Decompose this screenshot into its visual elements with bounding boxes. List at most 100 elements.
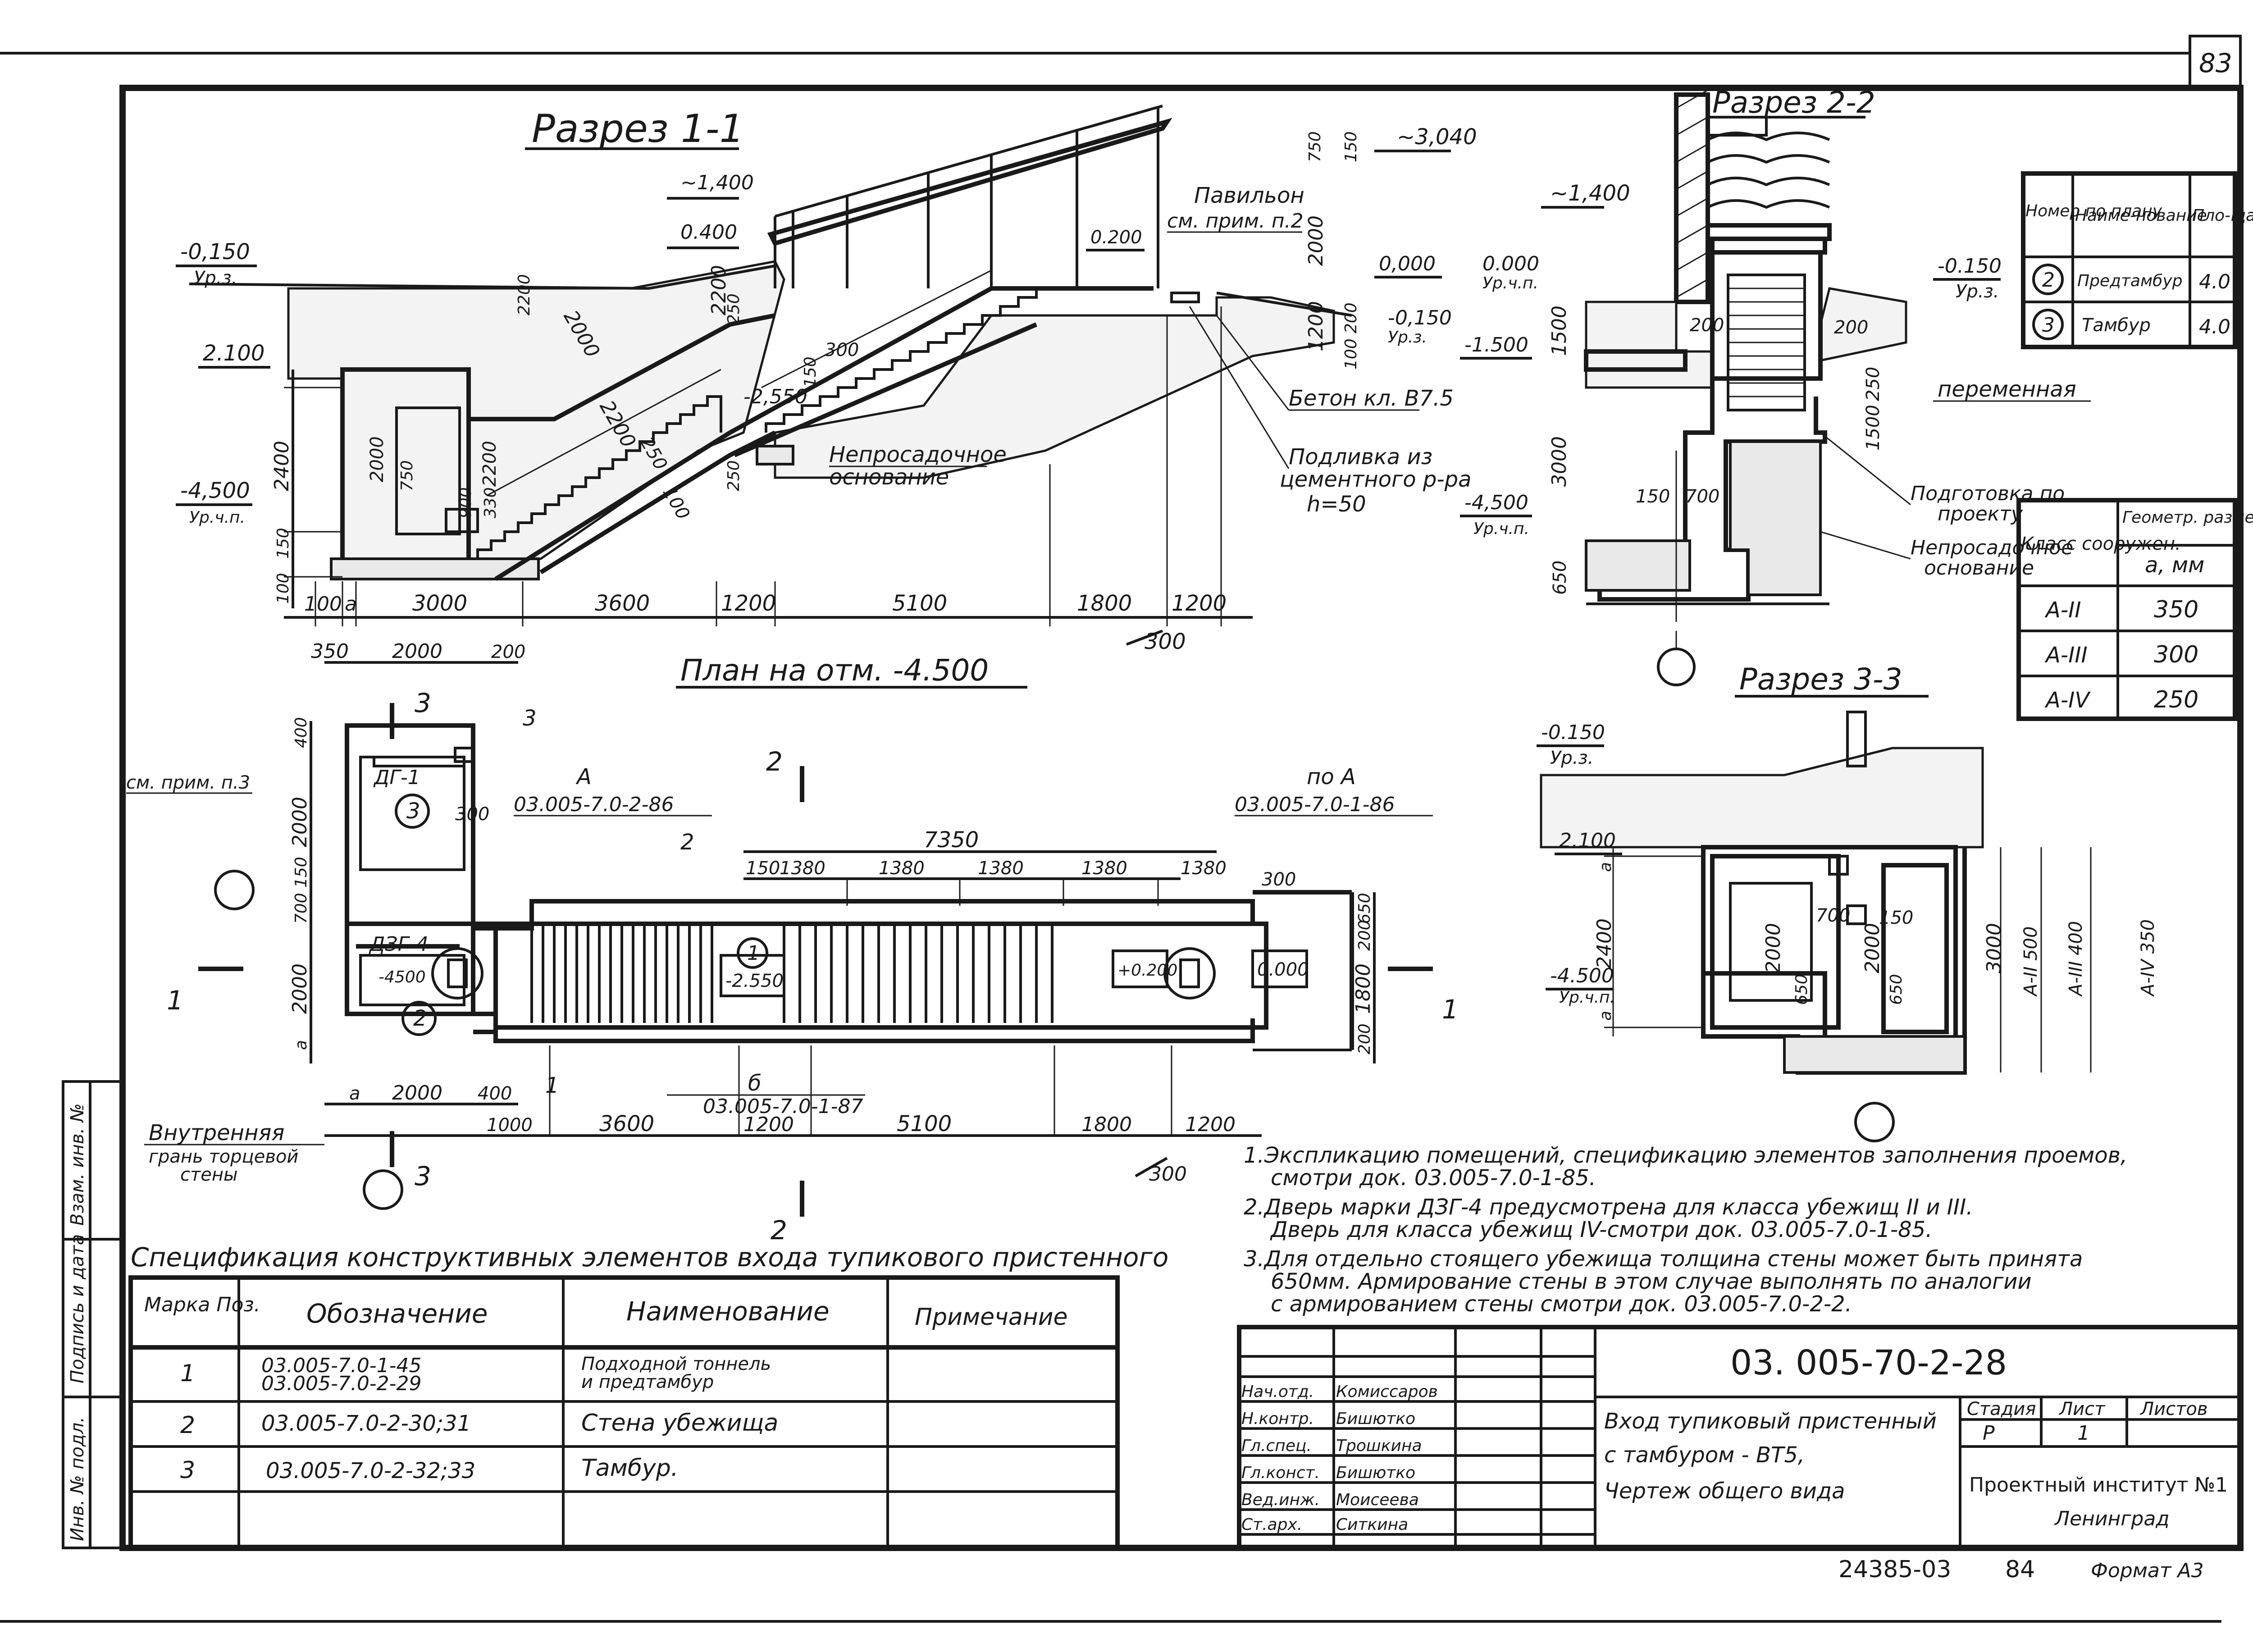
plan-dim-b-1200b: 1200 bbox=[1185, 1113, 1236, 1136]
plan-cut-1-left: 1 bbox=[167, 985, 183, 1016]
plan-level-0200: +0.200 bbox=[1117, 961, 1177, 980]
plan-dim-b-3600: 3600 bbox=[599, 1111, 654, 1136]
sheet-frame bbox=[0, 35, 2244, 1623]
plan-dim-350: 350 bbox=[311, 640, 349, 663]
title-stage-label: Стадия bbox=[1967, 1399, 2036, 1419]
s1-sdim-150: 150 bbox=[801, 356, 820, 388]
title-org: Проектный институт №1 bbox=[1969, 1474, 2228, 1497]
s1-dim-1200b: 1200 bbox=[1172, 591, 1227, 616]
plan-title: План на отм. -4.500 bbox=[680, 653, 989, 688]
s1-concrete: Бетон кл. В7.5 bbox=[1289, 386, 1454, 411]
footer-format: Формат А3 bbox=[2091, 1559, 2204, 1582]
s2-vdim-1500b: 1500 bbox=[1863, 405, 1884, 451]
s3-vdim-2400: 2400 bbox=[1593, 918, 1616, 969]
section-1-title: Разрез 1-1 bbox=[532, 106, 744, 151]
class-row-3-cls: А-IV bbox=[2044, 688, 2091, 713]
title-name-5: Моисеева bbox=[1336, 1491, 1419, 1509]
s1-sdim-100: 100 bbox=[658, 483, 693, 523]
plan-ref-pa-doc: 03.005-7.0-1-86 bbox=[1235, 793, 1395, 816]
s1-screed: Подливка из bbox=[1289, 444, 1432, 470]
s1-screed-2: цементного р-ра bbox=[1280, 467, 1472, 492]
plan-dim-l-2000b: 2000 bbox=[288, 963, 311, 1014]
plan-door-dzg4: ДЗГ-4 bbox=[369, 933, 429, 956]
plan-cut-3-top: 3 bbox=[415, 688, 431, 718]
title-role-3: Гл.спец. bbox=[1241, 1437, 1312, 1455]
s1-elev-4500: -4,500 bbox=[180, 478, 250, 503]
s1-rdim-200: 200 bbox=[1342, 302, 1360, 333]
title-desc-3: Чертеж общего вида bbox=[1604, 1479, 1845, 1504]
s1-dim-1800: 1800 bbox=[1077, 591, 1132, 616]
plan-ref-a: А bbox=[575, 764, 592, 789]
title-role-5: Вед.инж. bbox=[1241, 1491, 1320, 1509]
spec-header-note: Примечание bbox=[915, 1304, 1068, 1331]
plan-dim-l-400: 400 bbox=[292, 717, 310, 748]
s1-sdim-300: 300 bbox=[825, 340, 859, 361]
title-sheet-label: Лист bbox=[2058, 1399, 2106, 1419]
rooms-table bbox=[2021, 171, 2237, 349]
title-name-3: Трошкина bbox=[1336, 1437, 1422, 1455]
title-sheet: 1 bbox=[2077, 1422, 2090, 1445]
title-name-1: Комиссаров bbox=[1336, 1383, 1438, 1401]
s3-dim-a: a bbox=[1596, 862, 1615, 872]
rooms-row-2-area: 4.0 bbox=[2199, 315, 2230, 338]
spec-header-name: Наименование bbox=[626, 1296, 830, 1327]
s2-prep-2: проекту bbox=[1938, 502, 2023, 525]
s3-dim-150: 150 bbox=[1879, 908, 1913, 928]
footer-number: 24385-03 bbox=[1838, 1556, 1951, 1583]
s1-dim-5100: 5100 bbox=[892, 591, 947, 616]
s2-dim-200b: 200 bbox=[1834, 317, 1868, 338]
plan-inner-face-3: стены bbox=[180, 1164, 238, 1185]
s3-elev-4500-label: Ур.ч.п. bbox=[1559, 988, 1615, 1007]
note-line-6: 650мм. Армирование стены в этом случае в… bbox=[1271, 1269, 2032, 1294]
s1-elev-zero-right: 0.000 bbox=[1482, 252, 1539, 275]
title-block bbox=[1237, 1325, 2242, 1550]
s1-vdim-900: 900 bbox=[456, 487, 475, 518]
plan-dim-l-150: 150 bbox=[292, 857, 310, 888]
s1-elev-2100: 2.100 bbox=[203, 341, 265, 366]
plan-inner-face-2: грань торцевой bbox=[149, 1146, 298, 1167]
side-stamp-signature: Подпись и дата bbox=[67, 1234, 88, 1383]
plan-cut-2-top: 2 bbox=[766, 746, 783, 777]
s1-rdim-2000: 2000 bbox=[1304, 215, 1327, 266]
plan-dim-1380e: 1380 bbox=[1181, 858, 1227, 879]
s1-rdim-100: 100 bbox=[1342, 338, 1360, 370]
s2-variable: переменная bbox=[1938, 377, 2076, 402]
plan-dim-b-a: a bbox=[349, 1083, 360, 1104]
plan-dim-r-200: 200 bbox=[1355, 920, 1374, 951]
footer-page: 84 bbox=[2005, 1556, 2035, 1583]
spec-row-3-code: 03.005-7.0-2-32;33 bbox=[266, 1458, 475, 1483]
plan-dim-l-700: 700 bbox=[292, 893, 310, 924]
title-desc-1: Вход тупиковый пристенный bbox=[1604, 1409, 1937, 1434]
rooms-row-1-name: Предтамбур bbox=[2077, 272, 2183, 290]
class-header-class: Класс сооружен. bbox=[2021, 534, 2181, 554]
spec-row-2-name: Стена убежища bbox=[581, 1410, 778, 1437]
plan-room-3: 3 bbox=[406, 799, 420, 824]
title-doc-code: 03. 005-70-2-28 bbox=[1730, 1342, 2007, 1383]
plan-dim-1380b: 1380 bbox=[879, 858, 925, 879]
s2-vdim-3000: 3000 bbox=[1548, 436, 1571, 487]
spec-header-pos: Марка Поз. bbox=[144, 1293, 260, 1316]
plan-level-4500: -4500 bbox=[379, 968, 426, 986]
s1-dim-300: 300 bbox=[1145, 629, 1186, 654]
s1-pavilion: Павильон bbox=[1194, 183, 1304, 208]
s1-sdim-250b: 250 bbox=[725, 460, 743, 491]
s2-elev-1500: -1.500 bbox=[1464, 333, 1528, 356]
class-header-size: Геометр. размеры bbox=[2122, 508, 2253, 527]
plan-cut-1-right: 1 bbox=[1442, 994, 1459, 1025]
spec-row-1-name2: и предтамбур bbox=[581, 1372, 714, 1392]
s3-vdim-3000: 3000 bbox=[1983, 923, 2006, 973]
plan-dim-150: 150 bbox=[746, 858, 780, 879]
spec-row-2-code: 03.005-7.0-2-30;31 bbox=[261, 1411, 471, 1436]
rooms-row-1-num: 2 bbox=[2042, 269, 2055, 292]
s2-dim-700: 700 bbox=[1685, 486, 1719, 507]
s3-dim-700: 700 bbox=[1816, 905, 1850, 926]
plan-dim-b-1200: 1200 bbox=[743, 1113, 794, 1136]
section-1-1: Разрез 1-1 bbox=[189, 105, 1352, 646]
rooms-row-2-name: Тамбур bbox=[2082, 315, 2151, 336]
s2-dim-200a: 200 bbox=[1690, 315, 1724, 336]
s1-elev-roof-low: ~1,400 bbox=[680, 171, 754, 194]
note-line-2: смотри док. 03.005-7.0-1-85. bbox=[1271, 1165, 1596, 1191]
rooms-header-num: Номер по плану bbox=[2025, 202, 2162, 220]
side-stamp-replaced: Взам. инв. № bbox=[67, 1103, 88, 1226]
